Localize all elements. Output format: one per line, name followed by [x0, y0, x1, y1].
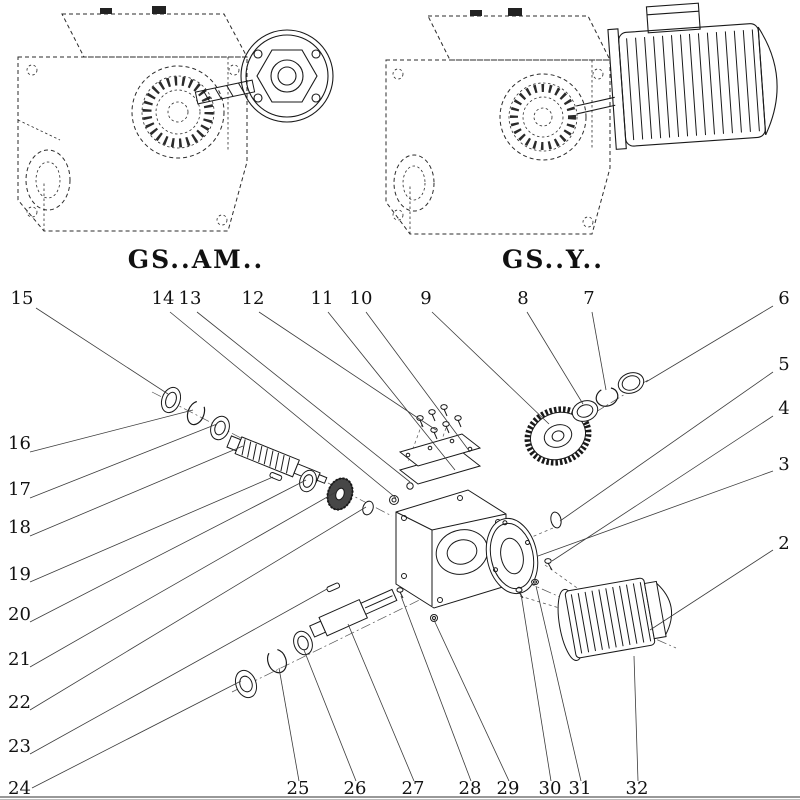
callout-19: 19: [8, 564, 31, 585]
variant-label-gs-am: GS..AM..: [128, 245, 264, 274]
callout-27: 27: [402, 778, 425, 799]
vent-plug-mark: [470, 10, 482, 16]
hollow-shaft-spline: [510, 84, 576, 150]
part-28-screw: [396, 587, 404, 599]
callout-11: 11: [311, 288, 334, 309]
callout-26: 26: [344, 778, 367, 799]
part-12-cover-screws: [416, 404, 462, 440]
part-4-screw: [544, 558, 553, 571]
part-19-key: [269, 472, 283, 481]
part-13-plug: [406, 482, 414, 490]
flange-hex-boss: [256, 49, 318, 103]
part-14-breather-plug: [389, 495, 399, 505]
part-3-output-flange-ring: [485, 517, 539, 595]
callout-numbers: 15 14 13 12 11 10 9 8 7 6 5 4 3 2 16 17 …: [8, 288, 790, 799]
callout-17: 17: [8, 479, 31, 500]
part-22-spacer-ring: [362, 500, 374, 516]
callout-9: 9: [420, 288, 431, 309]
callout-13: 13: [179, 288, 202, 309]
part-9-helical-gear: [524, 406, 592, 466]
part-26-bearing: [293, 630, 313, 656]
gearbox-unit-y-drawing: [385, 8, 611, 235]
variant-label-gs-y: GS..Y..: [502, 245, 604, 274]
gearbox-am-input-flange: [194, 29, 334, 123]
part-7-snap-ring: [595, 387, 619, 407]
lifting-lug-mark: [508, 8, 522, 16]
part-25-snap-ring: [266, 648, 288, 674]
callout-15: 15: [11, 288, 34, 309]
callout-12: 12: [242, 288, 265, 309]
callout-14: 14: [152, 288, 175, 309]
adapter-cooling-fins: [570, 582, 652, 654]
callout-3: 3: [778, 454, 789, 475]
exploded-parts: [160, 372, 673, 699]
callout-23: 23: [8, 736, 31, 757]
vent-plug-mark: [100, 8, 112, 14]
callout-2: 2: [778, 533, 789, 554]
motor-end-shield: [757, 26, 778, 136]
callout-16: 16: [8, 433, 31, 454]
hollow-shaft-spline: [142, 76, 214, 148]
part-15-oil-seal: [160, 386, 182, 414]
callout-5: 5: [778, 354, 789, 375]
callout-24: 24: [8, 778, 31, 799]
part-16-snap-ring: [186, 400, 206, 426]
callout-25: 25: [287, 778, 310, 799]
callout-28: 28: [459, 778, 482, 799]
callout-4: 4: [778, 398, 789, 419]
part-31-washer: [531, 578, 539, 586]
callout-29: 29: [497, 778, 520, 799]
part-5-spacer-bush: [550, 511, 562, 529]
part-17-bearing: [210, 415, 230, 441]
callout-22: 22: [8, 692, 31, 713]
leader-lines: [29, 305, 774, 789]
callout-8: 8: [517, 288, 528, 309]
part-23-key: [326, 582, 341, 593]
part-32-end-cap: [656, 582, 673, 635]
callout-21: 21: [8, 649, 31, 670]
callout-31: 31: [569, 778, 592, 799]
callout-10: 10: [350, 288, 373, 309]
callout-6: 6: [778, 288, 789, 309]
part-24-oil-seal: [234, 669, 258, 699]
part-20-bearing: [299, 469, 317, 493]
part-27-output-shaft: [309, 588, 398, 638]
callout-18: 18: [8, 517, 31, 538]
callout-7: 7: [583, 288, 594, 309]
part-2-motor-adapter: [557, 577, 673, 661]
gearbox-unit-am-drawing: [17, 6, 248, 232]
callout-32: 32: [626, 778, 649, 799]
motor-y-drawing: [576, 2, 778, 150]
lifting-lug-mark: [152, 6, 166, 14]
part-21-worm-gear: [326, 477, 354, 511]
callout-20: 20: [8, 604, 31, 625]
part-29-plug: [430, 614, 438, 622]
motor-cooling-fins: [626, 29, 760, 141]
terminal-box: [645, 2, 701, 34]
part-6-seal-ring: [617, 372, 645, 394]
part-10-cover-plate: [398, 433, 482, 467]
callout-30: 30: [539, 778, 562, 799]
